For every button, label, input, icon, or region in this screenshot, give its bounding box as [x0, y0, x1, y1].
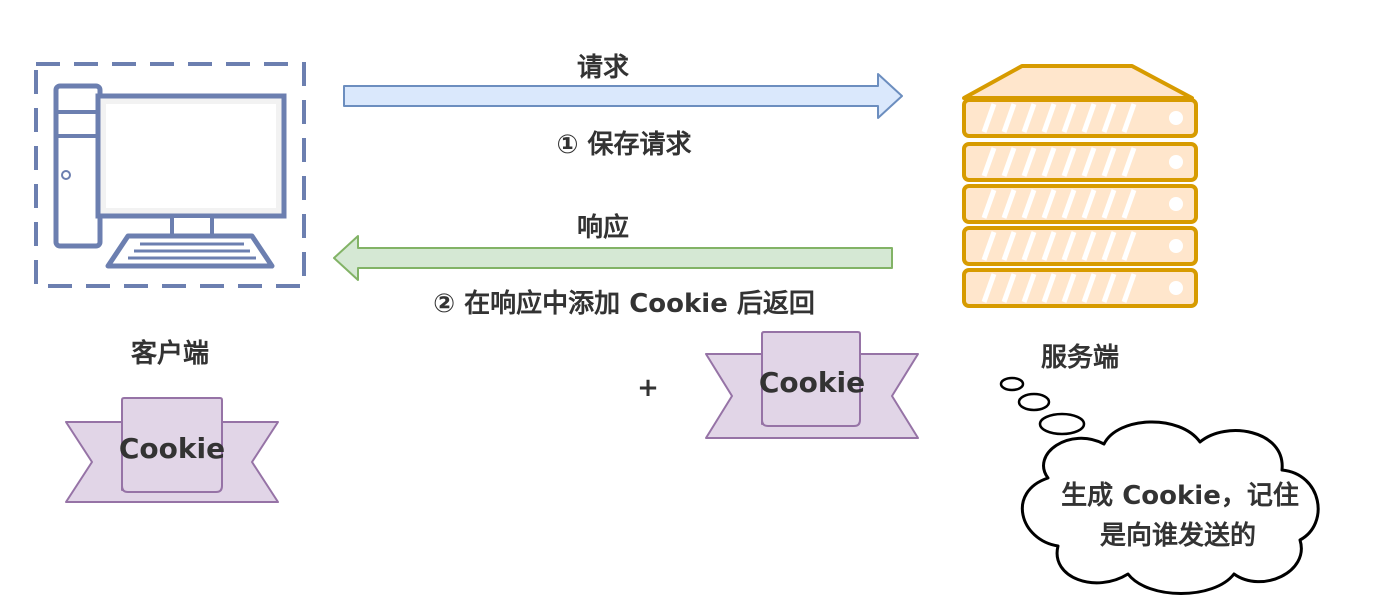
response-arrow [333, 235, 893, 281]
server-unit [962, 98, 1198, 138]
thought-bubble-large [1038, 412, 1086, 436]
server-unit [962, 184, 1198, 224]
client-cookie-ribbon-icon: Cookie [65, 397, 279, 503]
thought-bubble-small [999, 376, 1025, 392]
sent-cookie-ribbon-icon: Cookie [705, 331, 919, 439]
thought-bubble-medium [1017, 392, 1051, 412]
request-arrow [343, 73, 903, 119]
server-unit [962, 268, 1198, 308]
client-cookie-label: Cookie [119, 432, 225, 465]
client-selection-border [34, 62, 306, 288]
monitor-screen [106, 104, 276, 208]
power-led-icon [61, 170, 71, 180]
thought-line-1: 生成 Cookie，记住 [1061, 480, 1299, 511]
response-label: 响应 [577, 212, 629, 243]
client-label: 客户端 [131, 338, 209, 369]
server-label: 服务端 [1041, 343, 1119, 373]
sent-cookie-label: Cookie [759, 366, 865, 399]
client-computer-icon [34, 62, 306, 288]
server-icon [962, 64, 1198, 308]
server-unit [962, 142, 1198, 182]
response-step-label: ② 在响应中添加 Cookie 后返回 [433, 288, 815, 319]
request-label: 请求 [577, 53, 629, 83]
monitor-stand [170, 214, 214, 238]
server-top-cap [962, 64, 1194, 100]
plus-sign: + [637, 373, 659, 403]
request-step-label: ① 保存请求 [556, 130, 691, 160]
server-unit [962, 226, 1198, 266]
thought-cloud-icon [1020, 420, 1320, 595]
thought-line-2: 是向谁发送的 [1100, 520, 1256, 551]
